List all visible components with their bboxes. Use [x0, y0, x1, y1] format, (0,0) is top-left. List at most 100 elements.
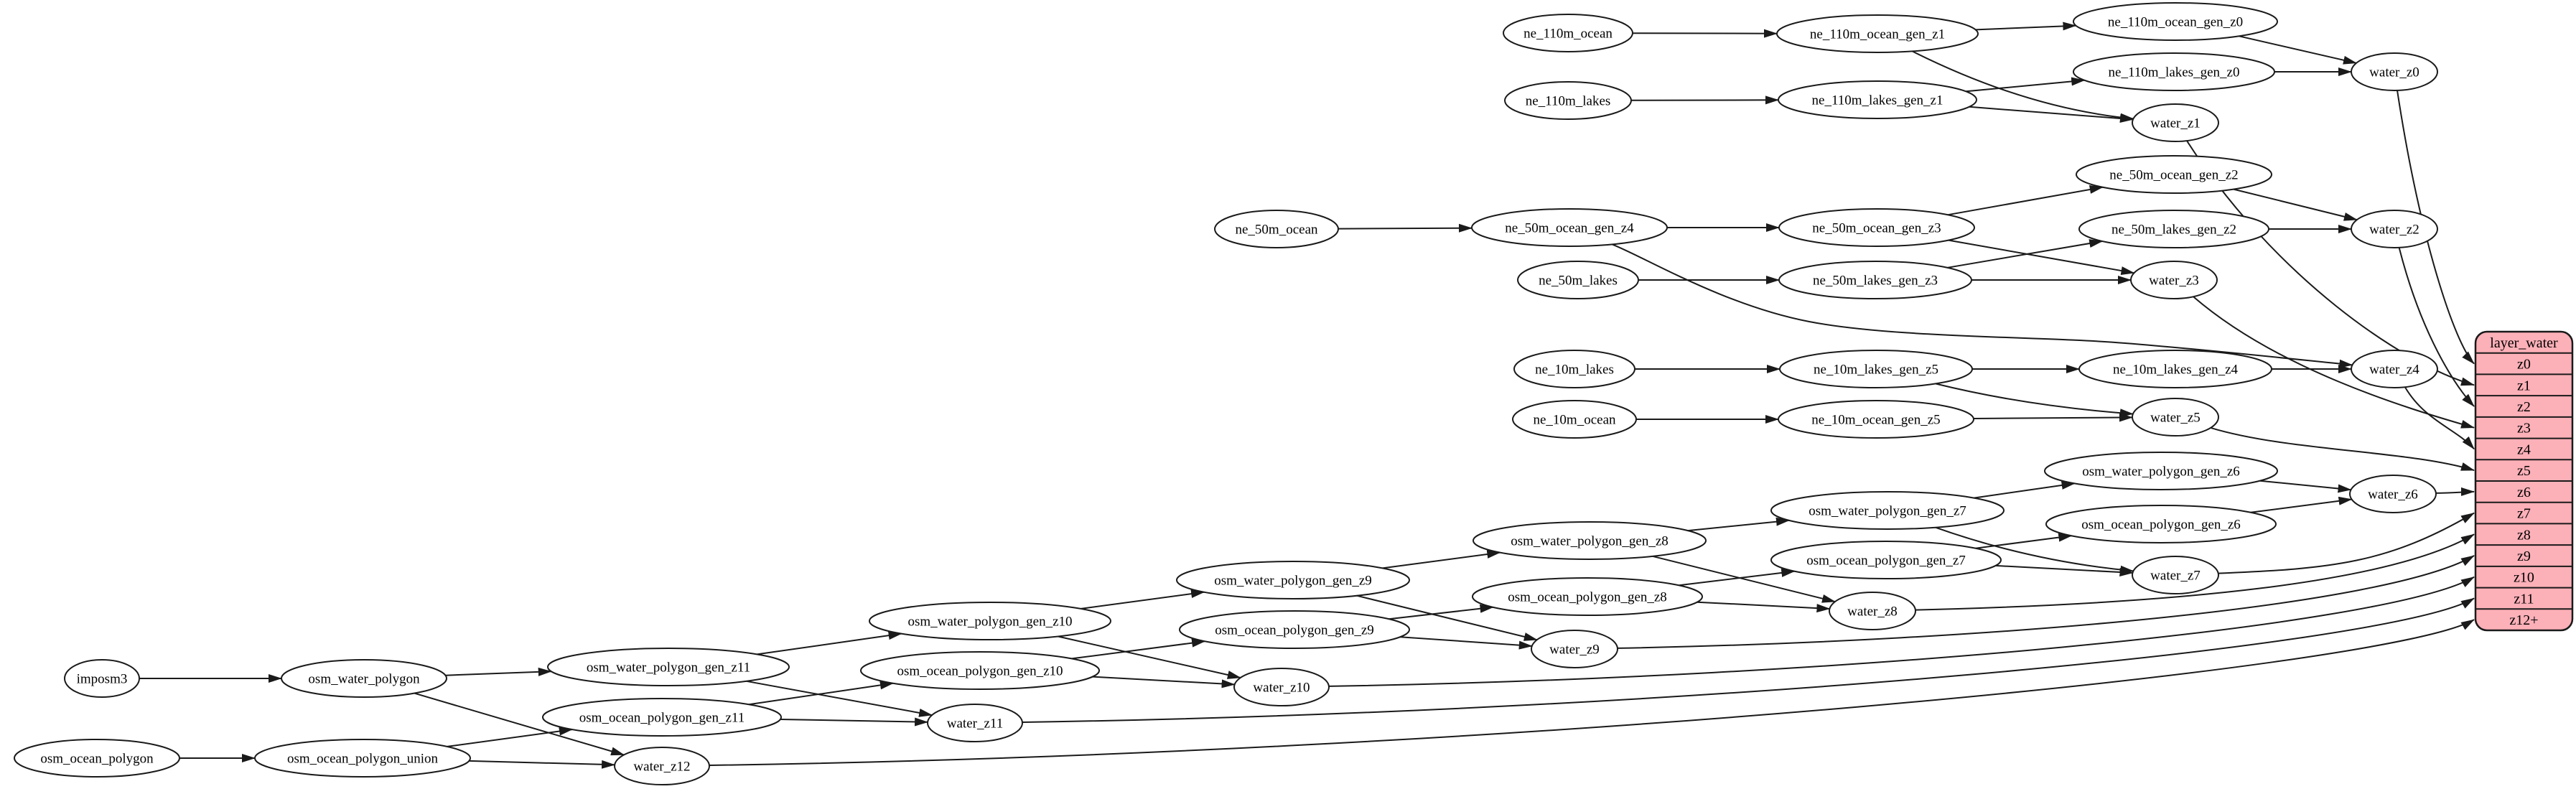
node-water_z9: water_z9: [1531, 630, 1618, 668]
node-osm_water_polygon_gen_z8-label: osm_water_polygon_gen_z8: [1511, 534, 1669, 549]
edge-osm_water_polygon_gen_z9-to-osm_water_polygon_gen_z8: [1382, 550, 1501, 569]
edge-ne_110m_lakes_gen_z1-to-water_z1: [1969, 106, 2134, 123]
edge-osm_water_polygon_gen_z7-to-water_z7: [1935, 526, 2134, 574]
edge-water_z6-to-layer_water-z6: [2435, 487, 2475, 496]
node-ne_10m_lakes_gen_z4: ne_10m_lakes_gen_z4: [2078, 350, 2272, 388]
node-ne_110m_ocean_gen_z0-label: ne_110m_ocean_gen_z0: [2108, 15, 2243, 30]
node-ne_110m_lakes: ne_110m_lakes: [1504, 81, 1632, 120]
node-osm_ocean_polygon_union: osm_ocean_polygon_union: [254, 739, 471, 778]
node-water_z10-shape: [1233, 668, 1330, 706]
edge-ne_50m_ocean_gen_z3-to-ne_50m_ocean_gen_z2: [1948, 185, 2104, 216]
node-imposm3-shape: [64, 659, 140, 698]
edge-osm_ocean_polygon_gen_z8-to-water_z8: [1697, 601, 1831, 613]
node-osm_water_polygon: osm_water_polygon: [281, 659, 447, 698]
node-osm_ocean_polygon_gen_z6-shape: [2045, 505, 2277, 543]
table-row-z3: z3: [2517, 421, 2531, 436]
node-water_z0-shape: [2351, 52, 2438, 91]
node-ne_50m_ocean_gen_z3: ne_50m_ocean_gen_z3: [1778, 208, 1975, 247]
node-water_z1-label: water_z1: [2150, 116, 2201, 131]
node-water_z12-shape: [614, 747, 710, 785]
edge-osm_ocean_polygon_union-to-water_z12: [469, 760, 616, 769]
node-osm_ocean_polygon_gen_z7: osm_ocean_polygon_gen_z7: [1770, 541, 2002, 579]
node-ne_110m_ocean-shape: [1503, 14, 1633, 52]
node-ne_110m_ocean_gen_z0: ne_110m_ocean_gen_z0: [2073, 2, 2278, 41]
edge-osm_water_polygon_gen_z8-to-water_z8: [1652, 555, 1836, 603]
edge-osm_water_polygon-to-osm_water_polygon_gen_z11: [445, 667, 552, 676]
edge-ne_50m_ocean_gen_z4-to-water_z4: [1612, 243, 2353, 368]
node-ne_50m_ocean: ne_50m_ocean: [1214, 210, 1339, 248]
node-water_z1: water_z1: [2132, 103, 2219, 142]
node-ne_110m_lakes-shape: [1504, 81, 1632, 120]
node-osm_water_polygon_gen_z10-label: osm_water_polygon_gen_z10: [907, 615, 1072, 630]
node-water_z2-label: water_z2: [2369, 223, 2419, 238]
node-ne_50m_ocean_gen_z4: ne_50m_ocean_gen_z4: [1471, 208, 1668, 247]
node-osm_ocean_polygon_gen_z8-label: osm_ocean_polygon_gen_z8: [1508, 590, 1667, 605]
node-osm_ocean_polygon_gen_z11-label: osm_ocean_polygon_gen_z11: [579, 711, 745, 726]
node-osm_ocean_polygon_gen_z6-label: osm_ocean_polygon_gen_z6: [2081, 518, 2241, 533]
node-water_z12-label: water_z12: [633, 760, 690, 775]
node-osm_ocean_polygon_union-shape: [254, 739, 471, 778]
table-row-z10: z10: [2514, 570, 2534, 586]
node-ne_110m_ocean_gen_z1-label: ne_110m_ocean_gen_z1: [1810, 27, 1945, 42]
edge-ne_50m_ocean-to-ne_50m_ocean_gen_z4: [1338, 223, 1473, 233]
node-water_z2-shape: [2351, 210, 2438, 248]
node-ne_50m_ocean_gen_z2-label: ne_50m_ocean_gen_z2: [2109, 168, 2238, 183]
node-osm_ocean_polygon_gen_z7-shape: [1770, 541, 2002, 579]
node-water_z2: water_z2: [2351, 210, 2438, 248]
edge-layer: [139, 22, 2475, 769]
edge-ne_110m_lakes-to-ne_110m_lakes_gen_z1: [1630, 95, 1779, 105]
node-ne_110m_lakes_gen_z1: ne_110m_lakes_gen_z1: [1778, 80, 1977, 119]
node-ne_110m_lakes_gen_z0-label: ne_110m_lakes_gen_z0: [2109, 65, 2240, 80]
node-osm_ocean_polygon_gen_z8: osm_ocean_polygon_gen_z8: [1472, 577, 1703, 616]
node-osm_ocean_polygon_union-label: osm_ocean_polygon_union: [287, 752, 439, 767]
table-row-z4: z4: [2517, 442, 2531, 457]
node-ne_50m_ocean-label: ne_50m_ocean: [1235, 223, 1318, 238]
edge-water_z5-to-layer_water-z5: [2210, 426, 2475, 472]
edge-water_z11-to-layer_water-z11: [1022, 597, 2475, 723]
node-osm_water_polygon_gen_z9-shape: [1176, 561, 1410, 599]
node-osm_ocean_polygon_gen_z10-label: osm_ocean_polygon_gen_z10: [897, 664, 1063, 679]
node-water_z7: water_z7: [2132, 556, 2219, 594]
node-ne_10m_lakes_gen_z5-label: ne_10m_lakes_gen_z5: [1814, 363, 1938, 378]
node-water_z4-shape: [2351, 350, 2438, 388]
table-row-z12+: z12+: [2509, 612, 2538, 628]
node-osm_ocean_polygon_gen_z11: osm_ocean_polygon_gen_z11: [542, 698, 782, 737]
edge-ne_110m_ocean-to-ne_110m_ocean_gen_z1: [1632, 29, 1778, 38]
node-osm_water_polygon_gen_z11: osm_water_polygon_gen_z11: [547, 648, 790, 686]
node-ne_10m_lakes_gen_z5-shape: [1779, 350, 1973, 388]
node-ne_10m_lakes-shape: [1513, 350, 1635, 388]
edge-water_z2-to-layer_water-z2: [2398, 247, 2475, 407]
node-osm_ocean_polygon-shape: [14, 739, 180, 778]
node-ne_50m_lakes_gen_z3-shape: [1778, 261, 1972, 299]
edge-water_z0-to-layer_water-z0: [2397, 90, 2475, 365]
edge-osm_ocean_polygon_gen_z11-to-osm_ocean_polygon_gen_z10: [748, 681, 894, 706]
node-osm_water_polygon_gen_z8: osm_water_polygon_gen_z8: [1473, 521, 1707, 560]
node-water_z10: water_z10: [1233, 668, 1330, 706]
node-ne_50m_lakes-label: ne_50m_lakes: [1539, 274, 1618, 289]
node-ne_10m_ocean-shape: [1512, 400, 1637, 439]
node-ne_10m_ocean-label: ne_10m_ocean: [1533, 413, 1616, 428]
edge-osm_water_polygon_gen_z9-to-water_z9: [1356, 594, 1538, 641]
edge-osm_ocean_polygon_gen_z7-to-water_z7: [1995, 564, 2134, 576]
node-ne_50m_lakes: ne_50m_lakes: [1517, 261, 1639, 299]
node-osm_water_polygon_gen_z6-label: osm_water_polygon_gen_z6: [2082, 464, 2240, 480]
node-ne_10m_ocean_gen_z5: ne_10m_ocean_gen_z5: [1778, 400, 1974, 439]
edge-ne_50m_ocean_gen_z2-to-water_z2: [2233, 188, 2358, 221]
node-osm_water_polygon_gen_z6-shape: [2044, 452, 2278, 490]
table-row-z6: z6: [2517, 485, 2531, 500]
node-ne_110m_ocean: ne_110m_ocean: [1503, 14, 1633, 52]
node-imposm3: imposm3: [64, 659, 140, 698]
node-ne_10m_lakes_gen_z4-shape: [2078, 350, 2272, 388]
node-imposm3-label: imposm3: [77, 672, 128, 687]
node-ne_10m_lakes_gen_z5: ne_10m_lakes_gen_z5: [1779, 350, 1973, 388]
node-ne_50m_ocean_gen_z2: ne_50m_ocean_gen_z2: [2076, 155, 2272, 194]
edge-osm_ocean_polygon_union-to-osm_ocean_polygon_gen_z11: [447, 727, 573, 747]
layer-water-table: layer_waterz0z1z2z3z4z5z6z7z8z9z10z11z12…: [2474, 330, 2574, 632]
node-water_z1-shape: [2132, 103, 2219, 142]
edge-ne_110m_ocean_gen_z0-to-water_z0: [2239, 35, 2357, 65]
edge-ne_110m_ocean_gen_z1-to-ne_110m_ocean_gen_z0: [1975, 22, 2077, 31]
edge-osm_ocean_polygon_gen_z8-to-osm_ocean_polygon_gen_z7: [1679, 568, 1796, 587]
node-ne_50m_lakes_gen_z3: ne_50m_lakes_gen_z3: [1778, 261, 1972, 299]
edge-ne_110m_lakes_gen_z1-to-ne_110m_lakes_gen_z0: [1966, 77, 2086, 93]
